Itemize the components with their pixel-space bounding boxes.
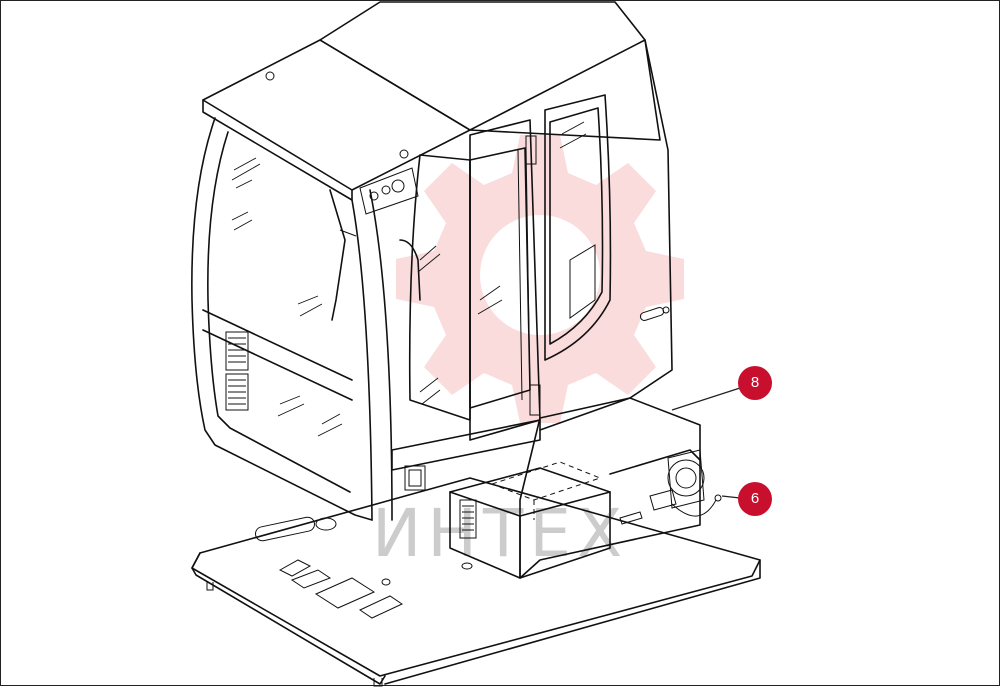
base-plate — [191, 477, 761, 687]
callout-badge-8[interactable]: 8 — [738, 366, 772, 400]
watermark-gear-icon — [396, 135, 684, 423]
heater-box — [449, 397, 701, 579]
callout-8-leader — [671, 387, 741, 411]
glass-reflections — [231, 121, 587, 437]
cab-body — [191, 1, 673, 521]
watermark-text: ИНТЕХ — [372, 495, 628, 572]
callout-badge-6[interactable]: 6 — [738, 482, 772, 516]
fan-assembly — [619, 449, 722, 525]
callout-6-leader — [721, 495, 741, 499]
